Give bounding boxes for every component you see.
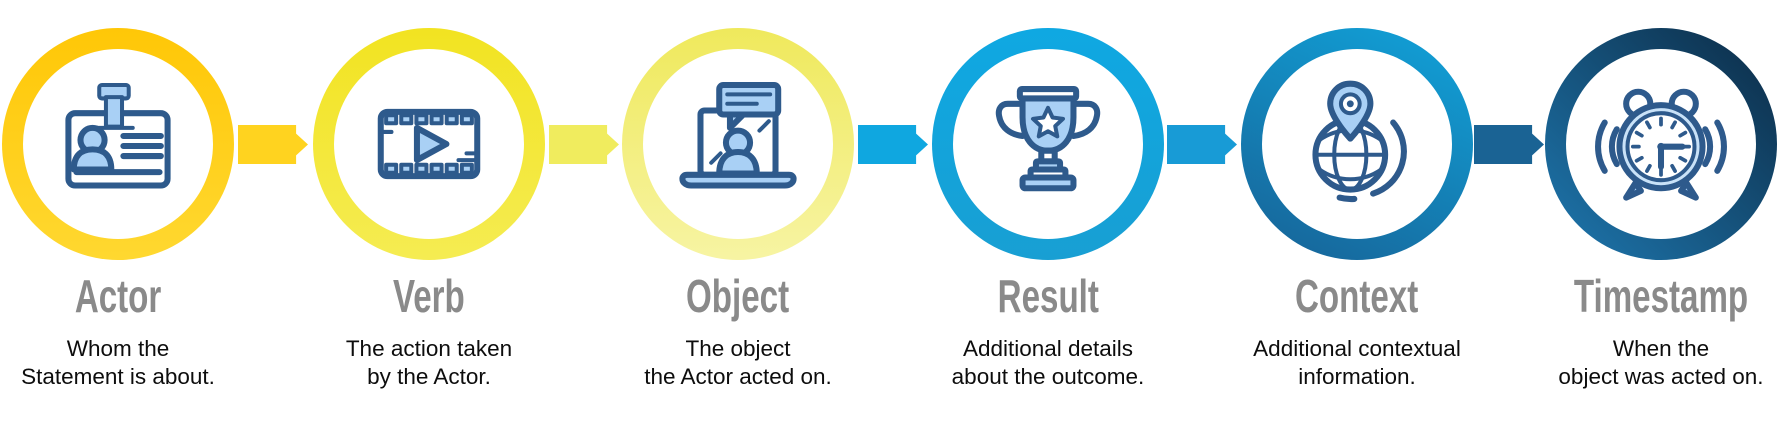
step-title: Timestamp bbox=[1573, 270, 1749, 322]
result-circle-inner bbox=[953, 49, 1143, 239]
actor-circle bbox=[2, 28, 234, 260]
id-badge-icon bbox=[65, 83, 171, 189]
step-description: The action taken by the Actor. bbox=[345, 336, 513, 389]
step-title: Result bbox=[997, 270, 1099, 322]
step-description: Whom the Statement is about. bbox=[21, 336, 215, 389]
globe-location-pin-icon bbox=[1312, 80, 1407, 203]
step-object: Object The object the Actor acted on. bbox=[588, 0, 888, 391]
result-circle bbox=[932, 28, 1164, 260]
object-circle-inner bbox=[643, 49, 833, 239]
step-title: Verb bbox=[393, 270, 465, 322]
step-title: Context bbox=[1295, 270, 1419, 322]
alarm-clock-icon bbox=[1595, 88, 1727, 201]
step-description: The object the Actor acted on. bbox=[644, 336, 832, 389]
step-context: Context Additional contextual informatio… bbox=[1207, 0, 1507, 391]
step-result: Result Additional details about the outc… bbox=[898, 0, 1198, 391]
step-actor: Actor Whom the Statement is about. bbox=[0, 0, 268, 391]
video-player-icon bbox=[377, 108, 481, 180]
timestamp-circle bbox=[1545, 28, 1777, 260]
actor-circle-inner bbox=[23, 49, 213, 239]
trophy-icon bbox=[995, 86, 1101, 192]
context-circle-inner bbox=[1262, 49, 1452, 239]
video-call-laptop-icon bbox=[679, 82, 797, 189]
step-verb: Verb The action taken by the Actor. bbox=[279, 0, 579, 391]
object-circle bbox=[622, 28, 854, 260]
step-description: Additional contextual information. bbox=[1253, 336, 1461, 389]
context-circle bbox=[1241, 28, 1473, 260]
timestamp-circle-inner bbox=[1566, 49, 1756, 239]
step-title: Object bbox=[686, 270, 790, 322]
step-title: Actor bbox=[74, 270, 162, 322]
step-description: Additional details about the outcome. bbox=[951, 336, 1145, 389]
verb-circle-inner bbox=[334, 49, 524, 239]
step-timestamp: Timestamp When the object was acted on. bbox=[1511, 0, 1784, 391]
verb-circle bbox=[313, 28, 545, 260]
step-description: When the object was acted on. bbox=[1558, 336, 1764, 389]
